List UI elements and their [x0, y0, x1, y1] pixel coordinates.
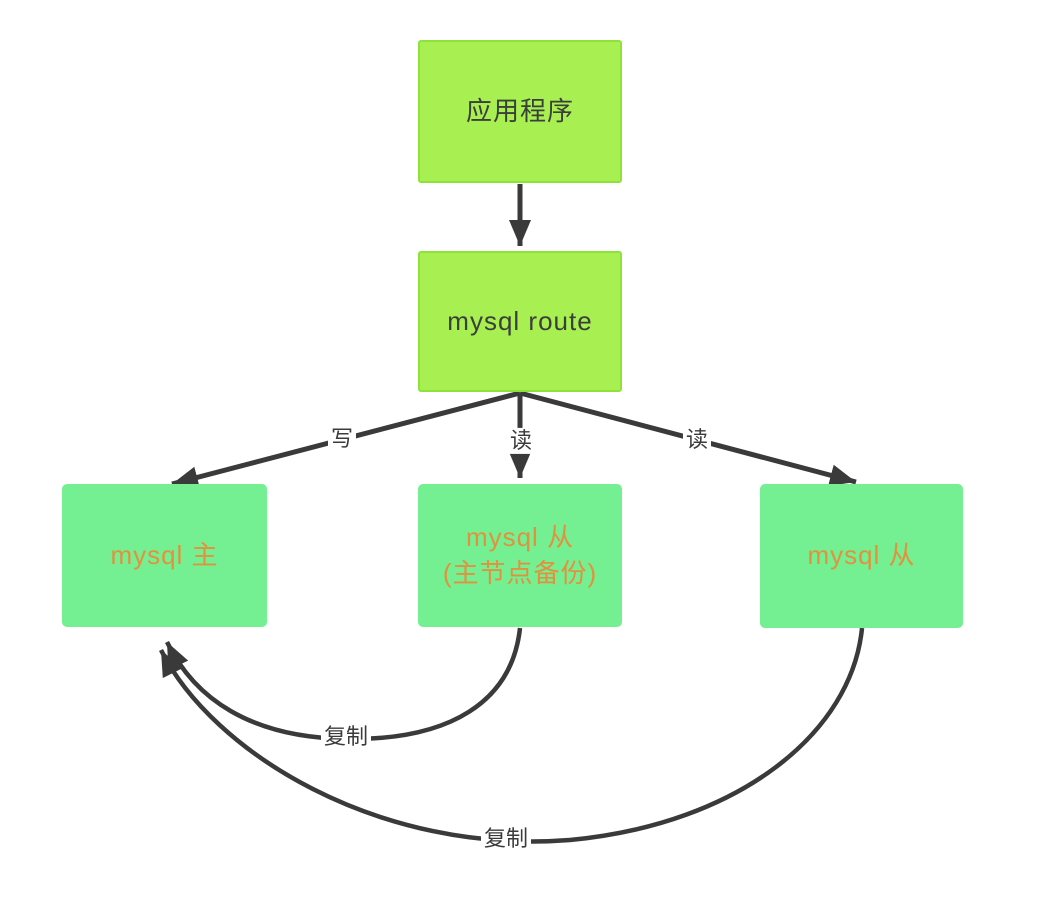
- node-mysql-slave-backup: mysql 从 (主节点备份): [418, 484, 622, 627]
- edge-label-replicate-inner: 复制: [320, 723, 372, 751]
- node-mysql-slave-backup-label: mysql 从: [465, 522, 575, 553]
- node-mysql-master: mysql 主: [62, 484, 267, 627]
- edge-label-read-middle: 读: [506, 427, 536, 455]
- node-mysql-slave: mysql 从: [760, 484, 963, 628]
- node-mysql-route-label: mysql route: [447, 305, 593, 336]
- edge-label-write: 写: [327, 425, 357, 453]
- node-mysql-slave-label: mysql 从: [807, 540, 916, 571]
- node-mysql-route: mysql route: [418, 251, 622, 392]
- node-application: 应用程序: [418, 40, 622, 183]
- node-mysql-master-label: mysql 主: [110, 539, 219, 570]
- node-application-label: 应用程序: [465, 95, 574, 126]
- edge-slave-to-master: [158, 627, 865, 844]
- edge-label-replicate-outer: 复制: [480, 825, 532, 853]
- node-mysql-slave-backup-sublabel: (主节点备份): [442, 557, 598, 588]
- edge-label-read-right: 读: [682, 426, 712, 454]
